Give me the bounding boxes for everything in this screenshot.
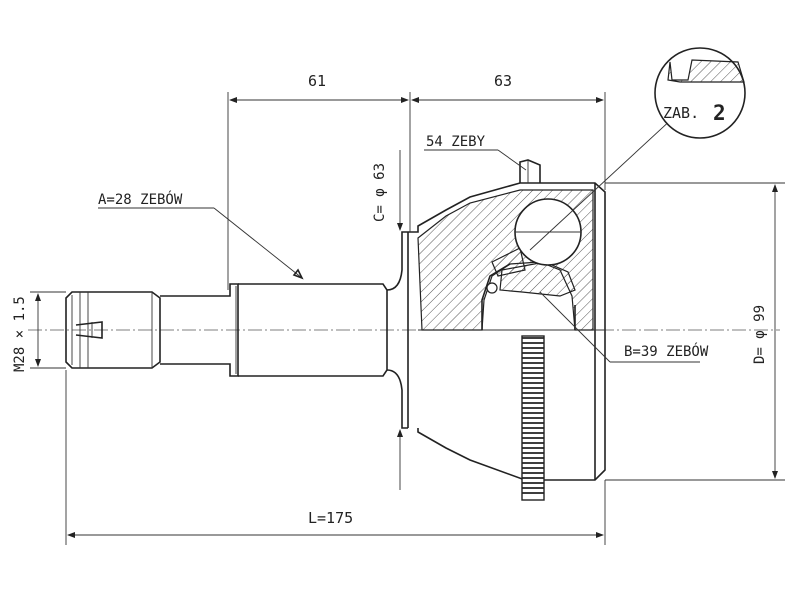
label-abs-teeth: 54 ZEBY — [426, 134, 486, 150]
detail-ref-label: ZAB. — [663, 104, 699, 122]
dim-left-length: 61 — [308, 72, 326, 90]
cage-pin — [486, 282, 498, 294]
bell-housing — [407, 182, 606, 481]
label-spline-b: B=39 ZEBÓW — [624, 342, 709, 360]
dimension-lines — [30, 92, 785, 545]
dim-total-length: L=175 — [308, 509, 353, 527]
threaded-stub — [65, 291, 161, 369]
dim-thread: M28 × 1.5 — [12, 296, 28, 372]
label-spline-a: A=28 ZEBÓW — [98, 190, 183, 208]
dim-diameter-c: C= φ 63 — [372, 163, 388, 222]
leader-spline-b — [539, 291, 611, 363]
detail-circle: ZAB. 2 — [654, 47, 746, 139]
detail-ref-number: 2 — [713, 101, 726, 125]
dim-right-length: 63 — [494, 72, 512, 90]
abs-ring — [521, 335, 545, 501]
dim-diameter-d: D= φ 99 — [752, 305, 768, 364]
abs-teeth-indicator — [519, 159, 541, 183]
shaft — [160, 231, 408, 429]
